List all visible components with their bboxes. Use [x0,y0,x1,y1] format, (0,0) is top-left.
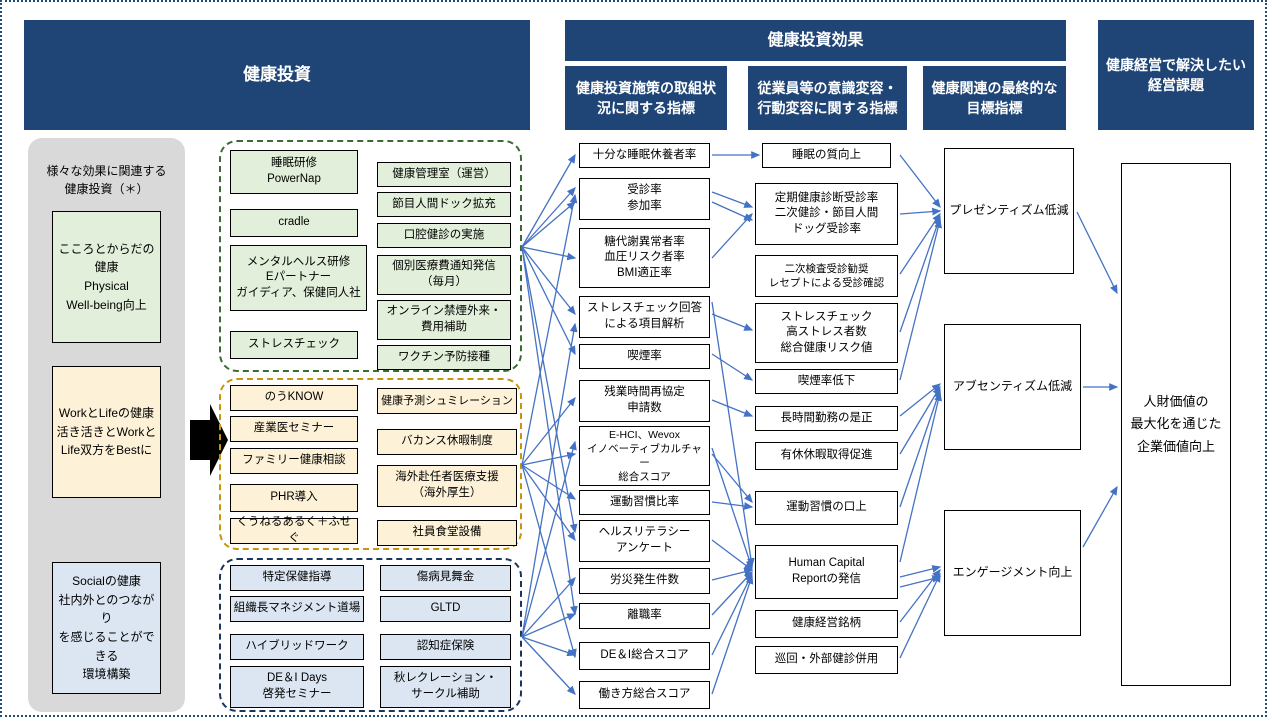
investment-item: 口腔健診の実施 [377,223,511,248]
measure-indicator: ヘルスリテラシー アンケート [579,520,710,562]
awareness-indicator: 巡回・外部健診併用 [755,646,898,674]
measure-indicator: 残業時間再協定 申請数 [579,380,710,422]
investment-item: 健康管理室（運営） [377,162,511,187]
measure-indicator: ストレスチェック回答 による項目解析 [579,296,710,338]
awareness-indicator: 長時間勤務の是正 [755,406,898,431]
measure-indicator: DE＆I総合スコア [579,642,710,670]
investment-item: 組織長マネジメント道場 [230,596,364,622]
measure-indicator: 運動習慣比率 [579,490,710,515]
measure-indicator: E-HCI、Wevox イノベーティブカルチャー 総合スコア [579,426,710,486]
group-green-dashed [219,140,522,372]
measure-indicator: 受診率 参加率 [579,178,710,220]
investment-item: オンライン禁煙外来・ 費用補助 [377,300,511,340]
investment-item: 個別医療費通知発信 （毎月） [377,255,511,295]
investment-item: cradle [230,209,358,237]
final-goal: エンゲージメント向上 [944,510,1081,636]
header-health-investment-effect: 健康投資効果 [565,20,1066,61]
investment-item: バカンス休暇制度 [377,429,517,455]
awareness-indicator: 健康経営銘柄 [755,610,898,638]
investment-item: くうねるあるく＋ふせぐ [230,516,358,544]
investment-item: 社員食堂設備 [377,520,517,546]
category-physical-wellbeing: こころとからだの健康 Physical Well-being向上 [52,211,161,343]
measure-indicator: 喫煙率 [579,344,710,369]
final-goal: アブセンティズム低減 [944,324,1081,450]
investment-item: ハイブリッドワーク [230,634,364,660]
investment-item: ワクチン予防接種 [377,345,511,370]
measure-indicator: 労災発生件数 [579,568,710,594]
left-panel-title: 様々な効果に関連する 健康投資（＊） [46,164,167,196]
investment-item: GLTD [380,596,511,622]
header-col-business-issue: 健康経営で解決したい 経営課題 [1098,20,1254,130]
investment-item: ストレスチェック [230,331,358,359]
investment-item: メンタルヘルス研修 Eパートナー ガイディア、保健同人社 [230,245,367,311]
awareness-indicator: 定期健康診断受診率 二次健診・節目人間 ドッグ受診率 [755,183,898,245]
investment-item: PHR導入 [230,484,358,512]
measure-indicator: 離職率 [579,603,710,629]
final-goal: プレゼンティズム低減 [944,148,1074,274]
investment-item: 産業医セミナー [230,416,358,442]
category-work-life: WorkとLifeの健康 活き活きとWorkと Life双方をBestに [52,366,161,498]
group-yellow-dashed [219,378,522,550]
investment-item: 傷病見舞金 [380,565,511,591]
investment-item: のうKNOW [230,385,358,411]
business-issue-box: 人財価値の 最大化を通じた 企業価値向上 [1121,163,1231,686]
awareness-indicator: 睡眠の質向上 [762,143,891,168]
measure-indicator: 働き方総合スコア [579,681,710,709]
header-col-final-goals: 健康関連の最終的な 目標指標 [923,66,1066,130]
awareness-indicator: 有休休暇取得促進 [755,442,898,470]
header-col-measures: 健康投資施策の取組状 況に関する指標 [565,66,727,130]
investment-item: 節目人間ドック拡充 [377,192,511,217]
category-social: Socialの健康 社内外とのつながり を感じることができる 環境構築 [52,562,161,694]
investment-item: 秋レクレーション・ サークル補助 [380,666,511,708]
flow-arrow-icon [190,404,228,476]
awareness-indicator: 喫煙率低下 [755,369,898,394]
investment-item: 特定保健指導 [230,565,364,591]
measure-indicator: 十分な睡眠休養者率 [579,143,710,168]
investment-item: 健康予測シュミレーション [377,388,517,414]
awareness-indicator: ストレスチェック 高ストレス者数 総合健康リスク値 [755,303,898,363]
awareness-indicator: Human Capital Reportの発信 [755,545,898,599]
header-health-investment: 健康投資 [24,20,530,130]
measure-indicator: 糖代謝異常者率 血圧リスク者率 BMI適正率 [579,228,710,288]
investment-item: 睡眠研修 PowerNap [230,150,358,194]
awareness-indicator: 二次検査受診勧奨 レセプトによる受診確認 [755,255,898,297]
investment-item: 海外赴任者医療支援 （海外厚生） [377,465,517,507]
header-col-awareness: 従業員等の意識変容・ 行動変容に関する指標 [748,66,907,130]
investment-item: 認知症保険 [380,634,511,660]
group-blue-dashed [219,558,522,712]
investment-item: DE＆I Days 啓発セミナー [230,666,364,708]
awareness-indicator: 運動習慣の口上 [755,491,898,525]
investment-item: ファミリー健康相談 [230,448,358,474]
